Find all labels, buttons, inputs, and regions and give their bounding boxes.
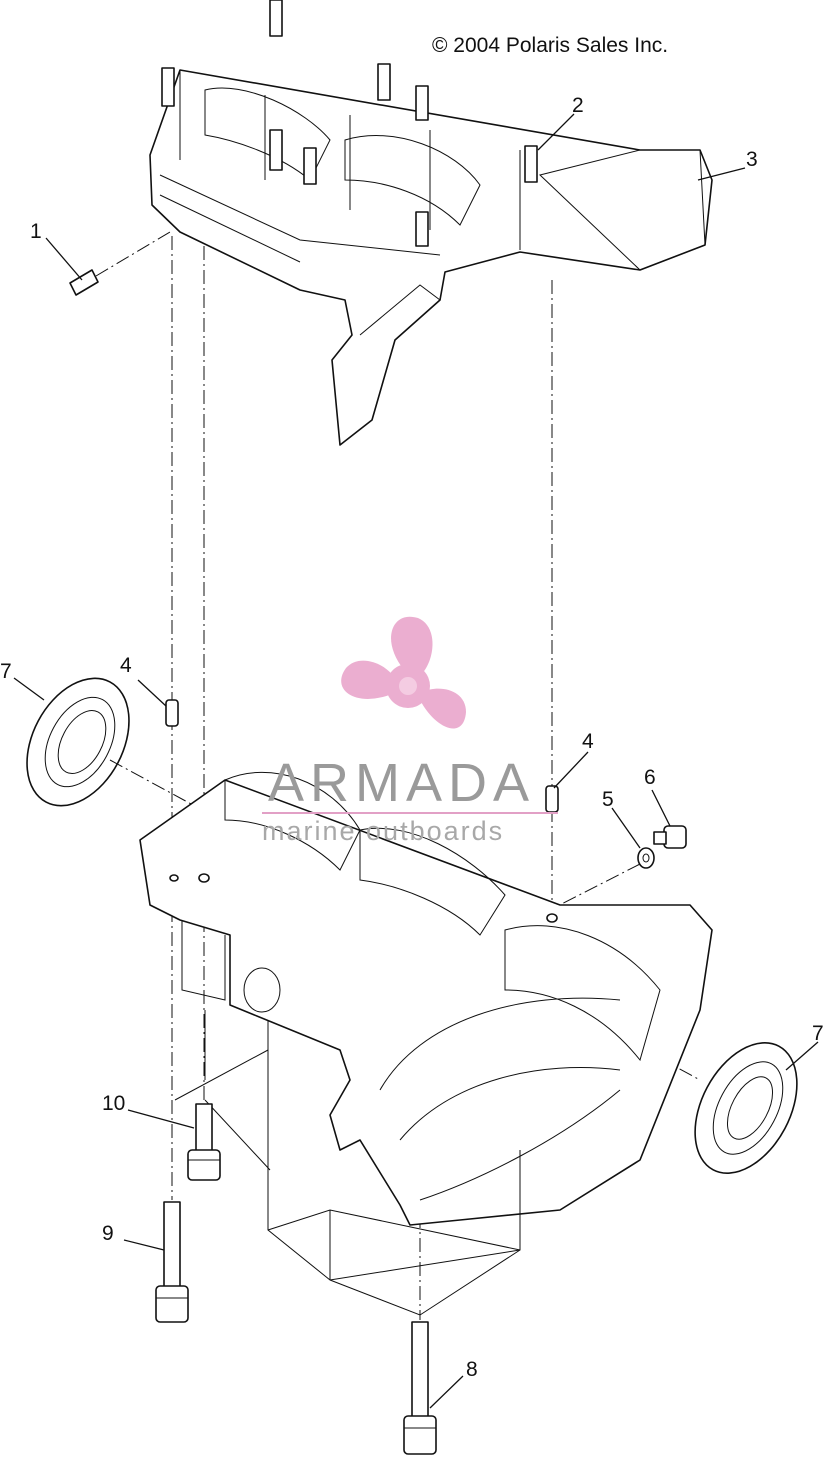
callout-5: 5 [602, 788, 614, 811]
callout-1: 1 [30, 220, 42, 243]
callout-4-right: 4 [582, 730, 594, 753]
watermark-subtitle: marine outboards [262, 816, 505, 846]
upper-crankcase [149, 0, 713, 446]
bolt-part-9 [155, 1201, 189, 1323]
copyright-notice: © 2004 Polaris Sales Inc. [432, 34, 669, 57]
callout-7-left: 7 [0, 660, 12, 683]
plug-axis-line [539, 863, 641, 916]
lower-crankcase [139, 771, 713, 1226]
dowel-pin-part-1 [69, 231, 171, 296]
watermark-title: ARMADA [268, 753, 536, 813]
washer-part-5 [637, 847, 655, 869]
bolt-part-10 [187, 1103, 221, 1181]
bolt-part-8 [403, 1321, 437, 1455]
callout-7-right: 7 [812, 1022, 824, 1045]
callout-leaders [13, 113, 819, 1409]
callout-9: 9 [102, 1222, 114, 1245]
upper-studs [161, 0, 538, 247]
watermark-divider [262, 812, 558, 814]
oil-seal-left-part-7 [26, 677, 130, 807]
callout-8: 8 [466, 1358, 478, 1381]
callout-3: 3 [746, 148, 758, 171]
callout-10: 10 [102, 1092, 125, 1115]
dowel-pins-part-4 [165, 699, 559, 813]
plug-part-6 [653, 825, 687, 849]
callout-6: 6 [644, 766, 656, 789]
callout-4-left: 4 [120, 654, 132, 677]
callout-2: 2 [572, 94, 584, 117]
oil-seal-right-part-7 [694, 1042, 798, 1174]
callout-numbers: 1 2 3 4 4 5 6 7 7 8 9 10 [0, 94, 824, 1381]
reference-box [174, 1010, 521, 1316]
propeller-logo-icon [341, 616, 466, 729]
